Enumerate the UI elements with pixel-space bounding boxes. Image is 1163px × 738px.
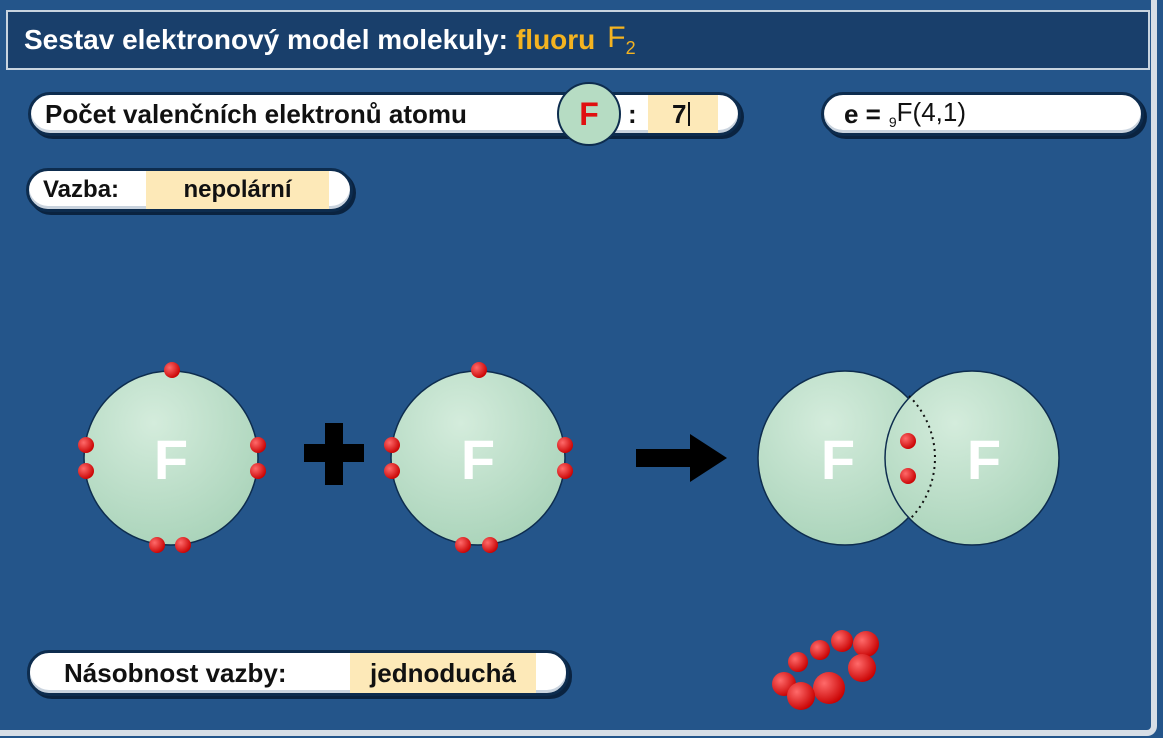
atom-left-symbol: F <box>154 428 188 491</box>
atom-left-electrons <box>78 362 266 553</box>
electron <box>164 362 180 378</box>
electron <box>78 463 94 479</box>
shared-electron <box>900 468 916 484</box>
valence-label: Počet valenčních elektronů atomu <box>45 98 467 129</box>
configuration-formula: 9F(4,1) <box>889 97 966 130</box>
bond-label: Vazba: <box>43 176 120 203</box>
atom-right-symbol: F <box>461 428 495 491</box>
electron <box>787 682 815 710</box>
atom-badge: F <box>557 82 621 146</box>
electron <box>471 362 487 378</box>
electron <box>788 652 808 672</box>
valence-colon: : <box>628 98 637 129</box>
configuration-value: F(4,1) <box>896 97 967 128</box>
arrow-right-icon <box>636 434 727 482</box>
electron <box>250 463 266 479</box>
multiplicity-panel: Násobnost vazby: jednoduchá <box>27 650 569 696</box>
atom-left[interactable]: F <box>83 370 259 546</box>
configuration-prefix: e = <box>844 98 881 129</box>
atom-badge-symbol: F <box>579 95 599 132</box>
title-formula: F2 <box>607 21 635 59</box>
electron <box>813 672 845 704</box>
title-text: Sestav elektronový model molekuly: <box>24 24 508 55</box>
electron <box>557 463 573 479</box>
electron <box>384 437 400 453</box>
bond-value-field[interactable]: nepolární <box>146 171 329 209</box>
valence-panel: Počet valenčních elektronů atomu : 7 <box>28 92 741 136</box>
electron <box>482 537 498 553</box>
electron <box>78 437 94 453</box>
text-cursor <box>688 102 691 126</box>
atom-right-electrons <box>384 362 573 553</box>
electron <box>831 630 853 652</box>
multiplicity-value: jednoduchá <box>370 657 516 688</box>
electron <box>384 463 400 479</box>
valence-input[interactable]: 7 <box>648 95 718 133</box>
shared-electron <box>900 433 916 449</box>
electron <box>848 654 876 682</box>
electron-pool[interactable] <box>772 630 879 710</box>
title-bar: Sestav elektronový model molekuly: fluor… <box>6 10 1150 70</box>
title-element-name: fluoru <box>515 24 596 55</box>
electron <box>455 537 471 553</box>
electron <box>149 537 165 553</box>
valence-value: 7 <box>672 98 687 129</box>
electron <box>853 631 879 657</box>
multiplicity-value-field[interactable]: jednoduchá <box>350 653 536 693</box>
molecule: F F <box>757 370 1060 546</box>
electron <box>250 437 266 453</box>
multiplicity-label: Násobnost vazby: <box>64 657 287 688</box>
formula-symbol: F <box>607 21 626 54</box>
atomic-number: 9 <box>888 114 897 131</box>
atom-right[interactable]: F <box>390 370 566 546</box>
bond-value: nepolární <box>183 176 292 203</box>
electron <box>175 537 191 553</box>
molecule-left-symbol: F <box>821 428 855 491</box>
molecule-right-symbol: F <box>967 428 1001 491</box>
bond-panel: Vazba: nepolární <box>26 168 353 212</box>
formula-subscript: 2 <box>625 38 636 58</box>
configuration-panel: e = 9F(4,1) <box>821 92 1144 136</box>
electron <box>557 437 573 453</box>
electron <box>810 640 830 660</box>
plus-icon <box>304 423 364 485</box>
